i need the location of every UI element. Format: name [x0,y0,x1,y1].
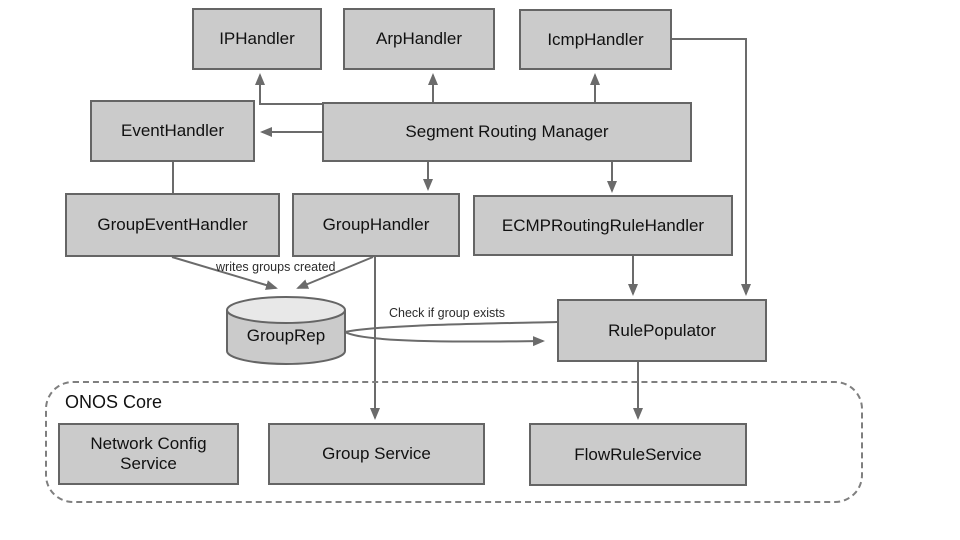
node-rulepopulator: RulePopulator [557,299,767,362]
node-group-service: Group Service [268,423,485,485]
edge-groupeventhandler-to-grouprep [171,256,278,290]
node-network-config-service: Network Config Service [58,423,239,485]
node-groupeventhandler: GroupEventHandler [65,193,280,257]
node-grouprep: GroupRep [246,326,326,345]
edge-label-check-if-group-exists: Check if group exists [389,306,506,320]
node-iphandler: IPHandler [192,8,322,70]
cylinder-body [226,310,346,365]
node-arphandler: ArpHandler [343,8,495,70]
node-flowruleservice: FlowRuleService [529,423,747,486]
node-eventhandler: EventHandler [90,100,255,162]
cylinder-top [226,296,346,324]
database-cylinder-shape [226,296,346,365]
edge-icmphandler-to-rulepopulator [672,38,751,296]
edge-grouphandler-to-grouprep [296,256,374,289]
node-segment-routing-manager: Segment Routing Manager [322,102,692,162]
onos-core-title: ONOS Core [65,392,163,412]
node-icmphandler: IcmpHandler [519,9,672,70]
node-grouphandler: GroupHandler [292,193,460,257]
edge-grouprep-rulepopulator-loop [342,321,558,347]
edge-label-writes-groups-created: writes groups created [216,260,336,274]
onos-core-container: ONOS Core [45,381,863,503]
edge-srm-to-iphandler [255,73,322,105]
node-ecmproutingrulehandler: ECMPRoutingRuleHandler [473,195,733,256]
